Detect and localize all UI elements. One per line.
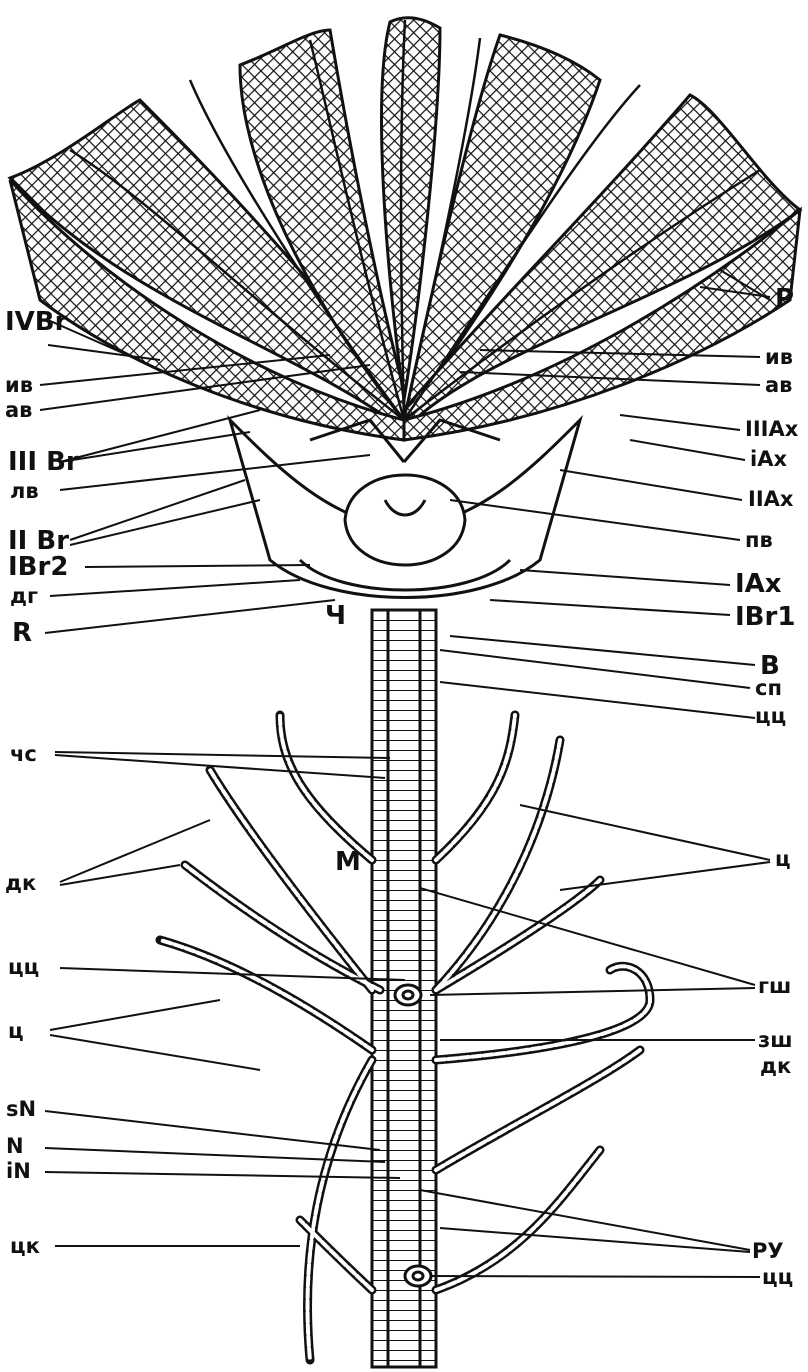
label-lv: лв <box>10 480 39 502</box>
label-av-left: ав <box>5 399 32 421</box>
label-iv-left: ив <box>5 374 33 396</box>
label-P: P <box>775 285 794 313</box>
label-chs: чс <box>10 743 37 765</box>
label-IVBr: IVBr <box>5 308 67 336</box>
label-dk-left: дк <box>5 872 36 894</box>
label-R: R <box>12 619 32 647</box>
label-N: N <box>6 1135 24 1157</box>
label-gsh: гш <box>758 975 791 997</box>
label-dg: дг <box>10 585 38 607</box>
label-ru: РУ <box>752 1240 784 1262</box>
label-tsts-right: цц <box>755 705 786 727</box>
label-dk-right: дк <box>760 1055 791 1077</box>
label-ts-right: ц <box>775 848 791 870</box>
label-sp: сп <box>755 677 782 699</box>
label-tsts-bottom: цц <box>762 1266 793 1288</box>
label-av-right: ав <box>765 374 792 396</box>
label-tsts-left: цц <box>8 956 39 978</box>
label-ch-top: Ч <box>325 602 346 630</box>
label-M: М <box>335 848 361 876</box>
label-tsk: цк <box>10 1235 40 1257</box>
label-IIAx: IIAx <box>748 488 793 510</box>
label-IIIAx: IIIAx <box>745 418 798 440</box>
label-IAx: IAx <box>735 570 782 598</box>
label-ts-left: ц <box>8 1020 24 1042</box>
label-iAx: iAx <box>750 448 787 470</box>
label-IBr1: IBr1 <box>735 603 795 631</box>
label-IIIBr: III Br <box>8 448 79 476</box>
label-zsh: зш <box>758 1029 793 1051</box>
label-pv: пв <box>745 529 773 551</box>
label-iv-right: ив <box>765 346 793 368</box>
label-sN: sN <box>6 1098 36 1120</box>
label-IIBr: II Br <box>8 527 69 555</box>
label-iN: iN <box>6 1160 31 1182</box>
label-IBr2: IBr2 <box>8 553 68 581</box>
